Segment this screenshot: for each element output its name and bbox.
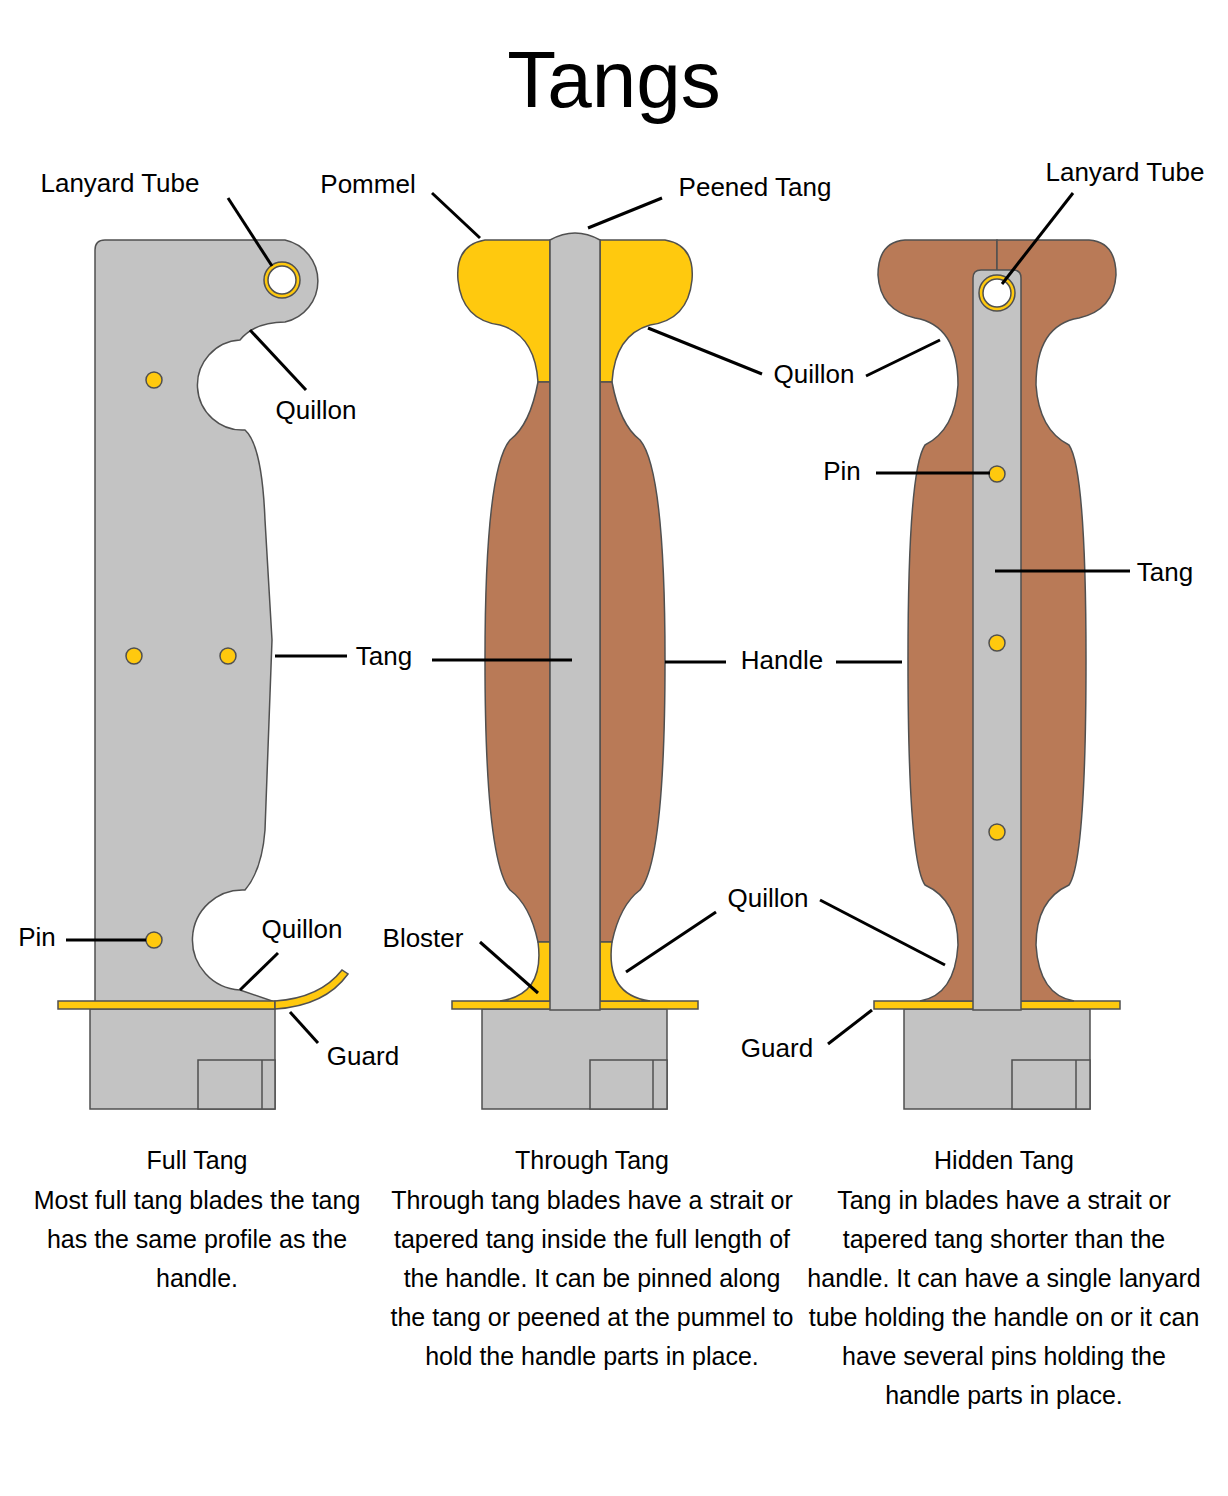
part-label: Guard xyxy=(741,1033,813,1063)
part-label: Tang xyxy=(1137,557,1193,587)
title: Tangs xyxy=(507,35,720,125)
leader-lines xyxy=(66,193,1130,1044)
through-tang-knife xyxy=(452,233,698,1109)
caption-heading: Through Tang xyxy=(515,1145,669,1175)
part-label: Peened Tang xyxy=(679,172,832,202)
part-label: Bloster xyxy=(383,923,464,953)
part-label: Lanyard Tube xyxy=(1045,157,1204,187)
part-label: Lanyard Tube xyxy=(40,168,199,198)
part-label: Tang xyxy=(356,641,412,671)
caption-heading: Hidden Tang xyxy=(934,1145,1074,1175)
part-label: Quillon xyxy=(774,359,855,389)
part-label: Pin xyxy=(18,922,56,952)
part-label: Handle xyxy=(741,645,823,675)
hidden-tang-knife xyxy=(874,240,1120,1109)
part-label: Quillon xyxy=(276,395,357,425)
part-label: Pommel xyxy=(320,169,415,199)
caption-text: Most full tang blades the tang has the s… xyxy=(22,1181,372,1298)
full-tang-knife xyxy=(58,240,348,1109)
caption-text: Tang in blades have a strait or tapered … xyxy=(804,1181,1204,1415)
caption-heading: Full Tang xyxy=(147,1145,248,1175)
caption-text: Through tang blades have a strait or tap… xyxy=(387,1181,797,1376)
part-label: Pin xyxy=(823,456,861,486)
part-label: Guard xyxy=(327,1041,399,1071)
part-label: Quillon xyxy=(728,883,809,913)
part-label: Quillon xyxy=(262,914,343,944)
